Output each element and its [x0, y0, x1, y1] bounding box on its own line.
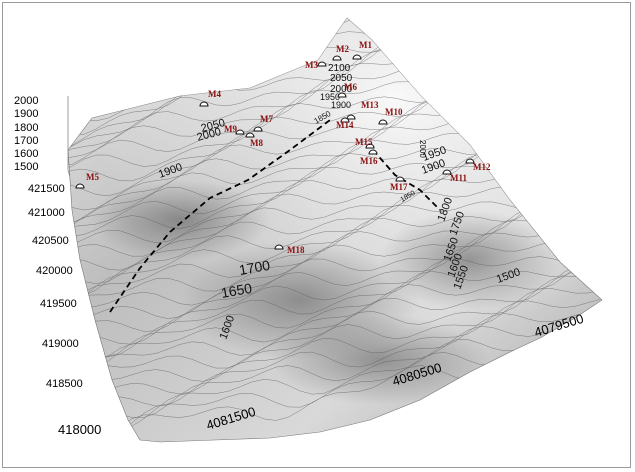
- contour-line: [68, 182, 601, 311]
- station-marker: M10: [378, 107, 403, 125]
- station-marker: M3: [305, 60, 327, 70]
- elevation-tick-label: 1800: [14, 122, 38, 134]
- marker-label: M9: [224, 124, 237, 134]
- northing-tick-label: 419000: [42, 338, 79, 350]
- marker-icon: [332, 55, 342, 61]
- contour-label: 1700: [238, 257, 272, 278]
- marker-label: M6: [344, 82, 357, 92]
- marker-icon: [365, 143, 375, 149]
- contour-line: [68, 326, 601, 419]
- marker-icon: [274, 244, 284, 250]
- contour-line: [68, 251, 601, 370]
- northing-tick-label: 420500: [32, 235, 69, 247]
- marker-label: M14: [336, 120, 354, 130]
- contour-label: 2050: [330, 73, 353, 84]
- contour-label: 2000: [330, 84, 353, 95]
- station-marker: M17: [390, 176, 408, 192]
- elevation-tick-label: 1700: [14, 135, 38, 147]
- marker-icon: [465, 158, 475, 164]
- marker-label: M13: [361, 100, 379, 110]
- marker-label: M7: [260, 114, 273, 124]
- contour-line: [68, 226, 601, 332]
- marker-label: M18: [287, 245, 305, 255]
- station-marker: M11: [442, 169, 467, 183]
- station-marker: M1: [352, 40, 372, 60]
- station-marker: M2: [332, 44, 349, 61]
- northing-tick-label: 418500: [46, 378, 83, 390]
- marker-label: M17: [390, 182, 408, 192]
- elevation-tick-label: 1500: [14, 161, 38, 173]
- marker-icon: [199, 101, 209, 107]
- contour-label: 1900: [331, 100, 351, 110]
- northing-axis: 421500 421000 420500 420000 419500 419000 4185…: [28, 183, 101, 437]
- station-marker: M6: [337, 82, 357, 98]
- elevation-tick-label: 1600: [14, 148, 38, 160]
- marker-icon: [346, 114, 356, 120]
- contour-line: [68, 275, 601, 385]
- marker-label: M11: [450, 173, 467, 183]
- contour-line: [68, 18, 601, 137]
- station-marker: M8: [245, 132, 263, 148]
- contour-label: 1650: [220, 280, 254, 301]
- station-marker: M15: [355, 137, 375, 149]
- marker-icon: [75, 183, 85, 189]
- station-marker: M4: [199, 89, 221, 107]
- marker-label: M5: [86, 172, 99, 182]
- marker-icon: [337, 92, 347, 98]
- station-marker: M18: [274, 244, 305, 255]
- contour-line: [68, 252, 601, 381]
- station-marker: M5: [75, 172, 99, 189]
- contour-line: [68, 263, 601, 389]
- contour-label: 2000: [418, 140, 427, 158]
- marker-label: M4: [208, 89, 221, 99]
- marker-label: M12: [473, 162, 491, 172]
- contour-line: [68, 198, 601, 308]
- route-line: [109, 119, 441, 313]
- marker-icon: [442, 169, 452, 175]
- northing-tick-label: 421500: [28, 183, 65, 195]
- contour-label: 1950: [320, 92, 340, 102]
- marker-label: M2: [336, 44, 349, 54]
- marker-label: M1: [359, 40, 372, 50]
- contour-line: [68, 299, 601, 395]
- marker-icon: [368, 149, 378, 155]
- contour-line: [68, 339, 601, 430]
- station-marker: M12: [465, 158, 491, 172]
- station-marker: M13: [346, 100, 379, 120]
- contour-line: [68, 255, 601, 358]
- contour-label: 2100: [328, 63, 351, 74]
- station-marker: M9: [224, 124, 245, 135]
- marker-label: M16: [360, 156, 378, 166]
- marker-label: M10: [385, 107, 403, 117]
- marker-icon: [253, 126, 263, 132]
- marker-label: M8: [250, 138, 263, 148]
- elevation-tick-label: 2000: [14, 95, 38, 107]
- contour-line: [68, 170, 601, 310]
- northing-tick-label: 419500: [40, 298, 77, 310]
- northing-tick-label: 418000: [58, 422, 101, 437]
- station-marker: M7: [253, 114, 273, 132]
- marker-icon: [340, 117, 350, 123]
- marker-label: M3: [305, 60, 318, 70]
- contour-line: [68, 241, 601, 345]
- marker-icon: [245, 132, 255, 138]
- northing-tick-label: 420000: [36, 265, 73, 277]
- station-marker: M14: [336, 117, 354, 130]
- contour-line: [68, 313, 601, 407]
- marker-icon: [317, 61, 327, 67]
- elevation-tick-label: 1900: [14, 108, 38, 120]
- marker-icon: [395, 176, 405, 182]
- northing-tick-label: 421000: [28, 207, 65, 219]
- contour-line: [68, 211, 601, 320]
- contour-line: [68, 191, 601, 306]
- marker-icon: [378, 119, 388, 125]
- marker-icon: [235, 129, 245, 135]
- marker-icon: [352, 54, 362, 60]
- contour-line: [68, 288, 601, 382]
- station-marker: M16: [360, 149, 378, 166]
- marker-label: M15: [355, 137, 373, 147]
